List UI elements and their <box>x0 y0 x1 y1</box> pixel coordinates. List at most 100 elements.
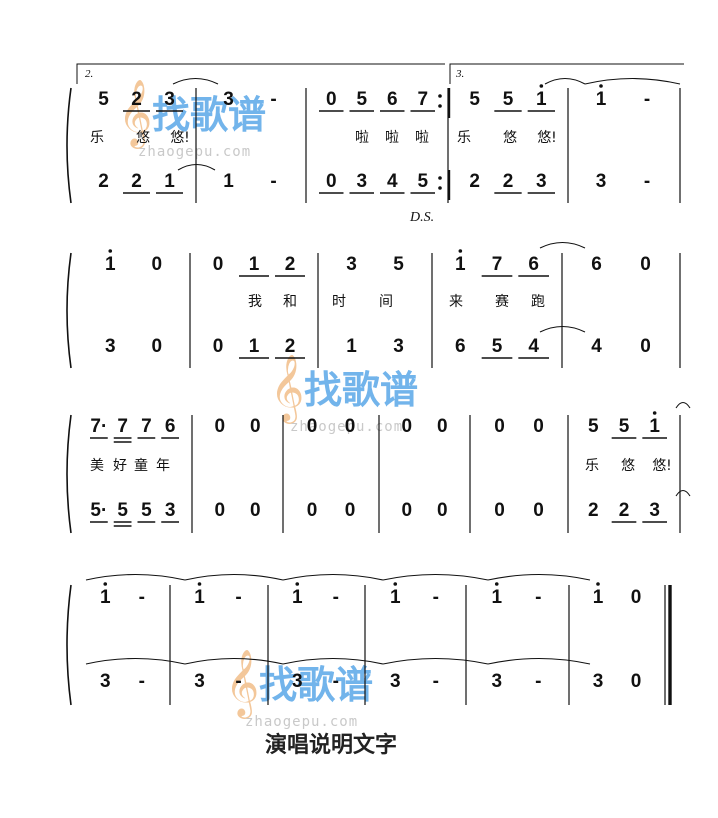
note: 0 <box>326 89 337 110</box>
note: 0 <box>151 254 162 275</box>
note: 5 <box>98 89 109 110</box>
note: 2 <box>98 171 109 192</box>
watermark-brand: 找歌谱 <box>259 663 373 707</box>
note: 3 <box>593 671 604 692</box>
note: 3 <box>100 671 111 692</box>
note: 3 <box>223 89 234 110</box>
note: 1 <box>455 254 466 275</box>
note: 1 <box>223 171 234 192</box>
slur <box>675 489 691 497</box>
slur <box>487 657 591 665</box>
note: 6 <box>591 254 602 275</box>
system-bracket <box>66 414 72 534</box>
note: 1 <box>596 89 607 110</box>
note: 5 <box>356 89 367 110</box>
note: 3 <box>346 254 357 275</box>
note: 1 <box>292 587 303 608</box>
repeat-dot <box>438 176 442 180</box>
note: 1 <box>536 89 547 110</box>
dash-extension: - <box>270 171 276 192</box>
note: 1 <box>491 587 502 608</box>
note: 4 <box>591 336 602 357</box>
slur <box>282 657 384 665</box>
note: 0 <box>533 416 544 437</box>
note: 2 <box>588 500 599 521</box>
note: 2 <box>503 171 514 192</box>
dash-extension: - <box>139 671 145 692</box>
lyric-syllable: 乐 <box>90 130 104 146</box>
octave-dot <box>393 582 398 586</box>
note: 3 <box>194 671 205 692</box>
note: 0 <box>631 671 642 692</box>
slur <box>184 573 284 581</box>
note: 2 <box>285 254 296 275</box>
lyric-syllable: 间 <box>379 294 393 310</box>
note: 2 <box>285 336 296 357</box>
note: 1 <box>649 416 660 437</box>
slur <box>382 573 489 581</box>
slur <box>184 657 284 665</box>
lyric-syllable: 跑 <box>531 294 545 310</box>
note: 6 <box>387 89 398 110</box>
note: 6 <box>165 416 176 437</box>
note: 0 <box>151 336 162 357</box>
note: 1 <box>100 587 111 608</box>
note: 4 <box>387 171 398 192</box>
note: 3 <box>596 171 607 192</box>
note: 0 <box>214 500 225 521</box>
note: 2 <box>131 171 142 192</box>
repeat-dot <box>438 94 442 98</box>
note: 1 <box>105 254 116 275</box>
watermark-url: zhaogepu.com <box>138 144 251 160</box>
note: 5 <box>492 336 503 357</box>
watermark-brand: 找歌谱 <box>152 93 266 137</box>
lyric-syllable: 悠 <box>503 130 517 146</box>
note: 0 <box>213 336 224 357</box>
note: 7· <box>90 416 107 437</box>
note: 3 <box>164 89 175 110</box>
watermark: 𝄞 找歌谱 zhaogepu.com <box>118 78 266 160</box>
note: 0 <box>494 500 505 521</box>
lyric-syllable: 我 <box>248 294 262 310</box>
lyric-syllable: 赛 <box>495 294 509 310</box>
note: 7 <box>141 416 152 437</box>
note: 0 <box>345 500 356 521</box>
lyric-syllable: 美 <box>90 458 104 474</box>
dash-extension: - <box>333 671 339 692</box>
system-bracket <box>66 252 72 369</box>
note: 0 <box>250 416 261 437</box>
volta-bracket-2 <box>76 63 445 84</box>
note: 1 <box>390 587 401 608</box>
note: 0 <box>213 254 224 275</box>
octave-dot <box>295 582 300 586</box>
octave-dot <box>596 582 600 586</box>
lyric-syllable: 乐 <box>585 458 599 474</box>
note: 5 <box>588 416 599 437</box>
score-marks: 2. 3. D.S. 演唱说明文字 <box>76 63 684 758</box>
note: 5 <box>117 500 128 521</box>
note: 3 <box>165 500 176 521</box>
lyric-syllable: 年 <box>156 458 170 474</box>
volta-bracket-3 <box>449 63 684 84</box>
note: 0 <box>401 500 412 521</box>
note: 5 <box>417 171 428 192</box>
note: 1 <box>346 336 357 357</box>
note: 7 <box>117 416 128 437</box>
slur <box>544 77 586 85</box>
note: 5 <box>141 500 152 521</box>
note: 3 <box>356 171 367 192</box>
footer-text: 演唱说明文字 <box>265 732 397 758</box>
note: 1 <box>249 336 260 357</box>
repeat-dot <box>438 186 442 190</box>
lyric-syllable: 啦 <box>415 129 429 146</box>
note: 0 <box>533 500 544 521</box>
note: 3 <box>536 171 547 192</box>
slur <box>675 401 691 409</box>
dash-extension: - <box>433 671 439 692</box>
dash-extension: - <box>644 171 650 192</box>
slur <box>539 241 586 249</box>
note: 0 <box>401 416 412 437</box>
note: 0 <box>640 254 651 275</box>
slur <box>584 77 681 85</box>
slur <box>382 657 489 665</box>
